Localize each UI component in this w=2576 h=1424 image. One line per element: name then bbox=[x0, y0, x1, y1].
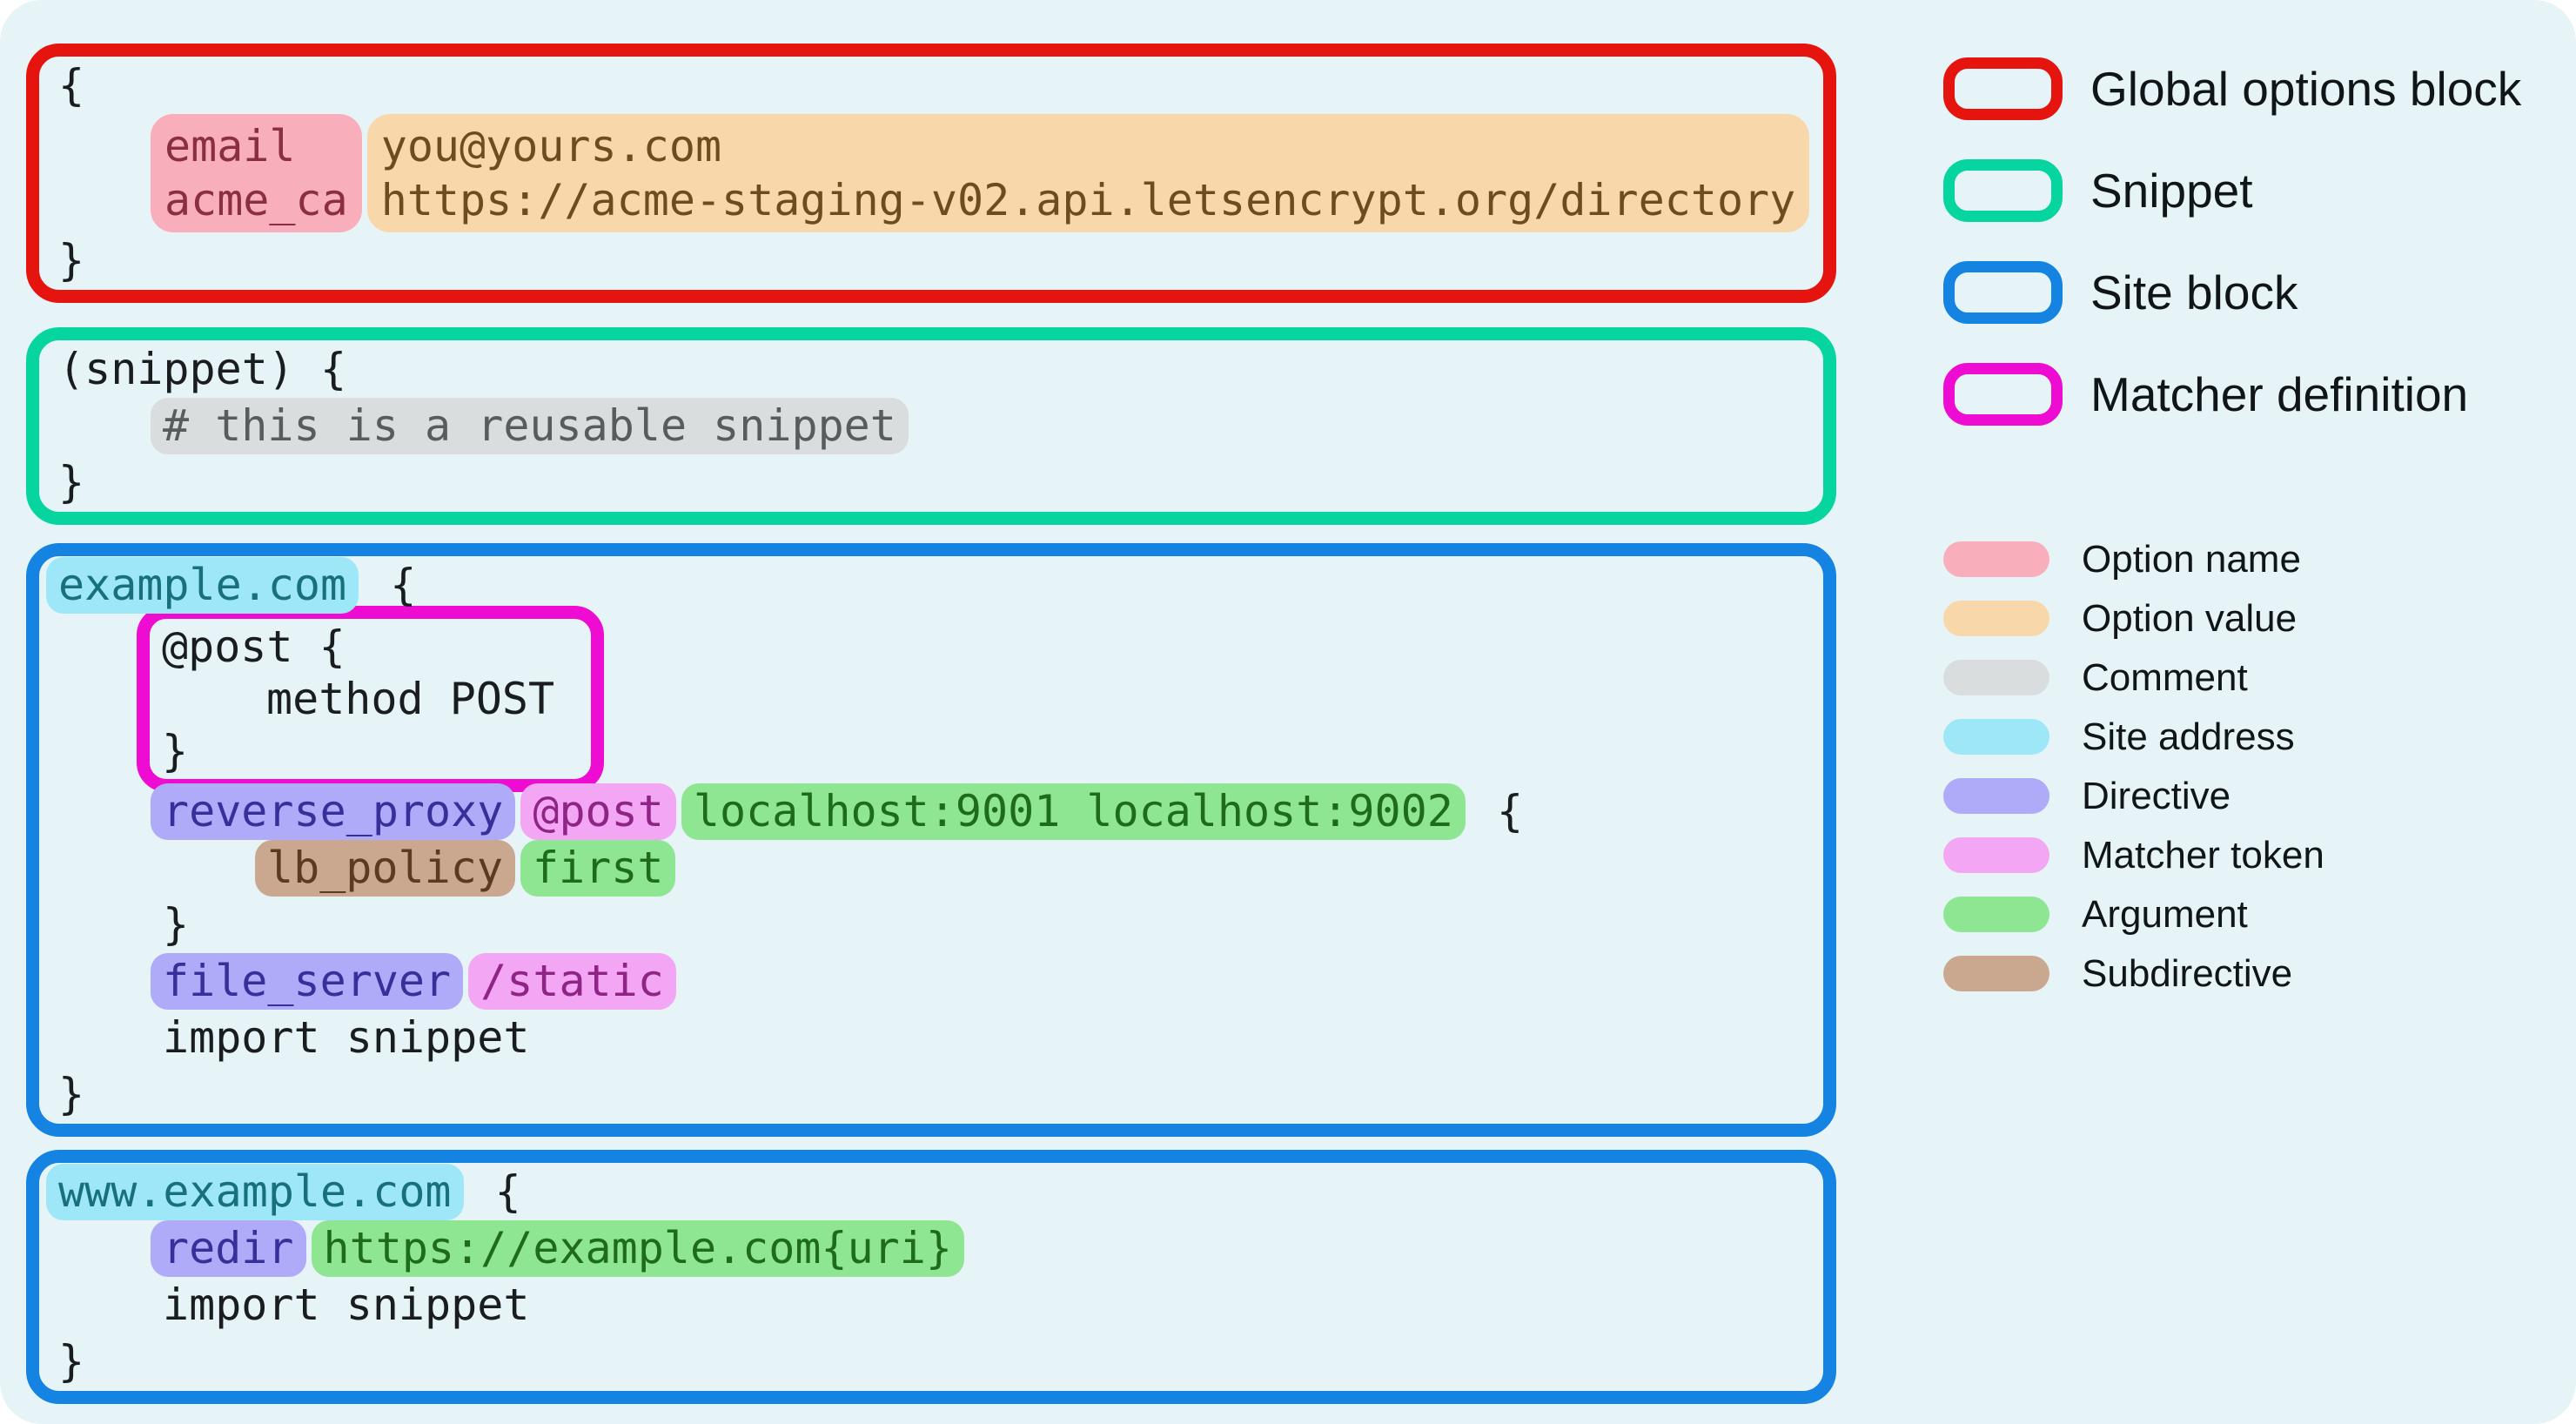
token-matcher-token: @post bbox=[520, 783, 676, 840]
token-directive: reverse_proxy bbox=[151, 783, 516, 840]
code-line: example.com { bbox=[46, 557, 1808, 614]
code-text: import snippet bbox=[163, 1280, 530, 1330]
code-line: } bbox=[58, 232, 1808, 289]
legend-label: Subdirective bbox=[2082, 951, 2293, 995]
token-argument: first bbox=[520, 840, 676, 897]
legend-label: Site address bbox=[2082, 715, 2295, 758]
code-text: @post { bbox=[162, 621, 345, 672]
legend-row-argument: Argument bbox=[1943, 893, 2521, 936]
code-line: } bbox=[58, 454, 1808, 511]
legend-color-pill bbox=[1943, 601, 2049, 636]
legend-label: Matcher definition bbox=[2090, 367, 2469, 421]
legend-color-pill bbox=[1943, 660, 2049, 695]
code-text: { bbox=[58, 60, 85, 111]
code-text: } bbox=[162, 726, 189, 776]
legend-label: Site block bbox=[2090, 265, 2298, 319]
code-text: { bbox=[468, 1166, 521, 1217]
option-name: email bbox=[164, 121, 296, 171]
code-text: import snippet bbox=[163, 1012, 530, 1063]
code-text: } bbox=[58, 1336, 85, 1387]
legend-row-snippet-block: Snippet bbox=[1943, 159, 2521, 222]
legend-row-comment: Comment bbox=[1943, 656, 2521, 699]
legend-outline-swatch bbox=[1943, 159, 2063, 222]
legend-label: Directive bbox=[2082, 774, 2231, 817]
code-text: } bbox=[58, 1069, 85, 1119]
token-site-address: example.com bbox=[46, 557, 359, 614]
legend-label: Option name bbox=[2082, 537, 2301, 581]
legend-outline-swatch bbox=[1943, 57, 2063, 120]
code-text: { bbox=[1470, 786, 1524, 836]
option-value: https://acme-staging-v02.api.letsencrypt… bbox=[380, 175, 1796, 225]
token-matcher-token: /static bbox=[468, 953, 676, 1010]
legend-row-site-block: Site block bbox=[1943, 261, 2521, 324]
legend-row-directive: Directive bbox=[1943, 775, 2521, 817]
legend-label: Matcher token bbox=[2082, 833, 2324, 877]
legend-color-pill bbox=[1943, 956, 2049, 991]
token-directive: file_server bbox=[151, 953, 464, 1010]
legend-label: Comment bbox=[2082, 655, 2248, 699]
snippet-block: (snippet) {# this is a reusable snippet} bbox=[26, 327, 1836, 525]
site-block-example-com: example.com {@post {method POST}reverse_… bbox=[26, 543, 1836, 1137]
option-name: acme_ca bbox=[164, 175, 348, 225]
legend-section-gap bbox=[1943, 465, 2521, 541]
matcher-definition-box: @post {method POST} bbox=[137, 606, 605, 792]
token-comment: # this is a reusable snippet bbox=[151, 398, 909, 454]
code-text: } bbox=[58, 457, 85, 507]
code-line: # this is a reusable snippet bbox=[58, 398, 1808, 454]
code-line: } bbox=[162, 725, 554, 777]
legend-color-pill bbox=[1943, 837, 2049, 873]
legend-row-option-name: Option name bbox=[1943, 538, 2521, 581]
code-line: } bbox=[58, 897, 1808, 953]
token-argument: https://example.com{uri} bbox=[311, 1220, 964, 1277]
legend-label: Option value bbox=[2082, 596, 2298, 640]
legend-color-pill bbox=[1943, 541, 2049, 577]
code-line: } bbox=[58, 1066, 1808, 1123]
legend-outline-swatch bbox=[1943, 261, 2063, 324]
option-value: you@yours.com bbox=[380, 121, 722, 171]
legend-row-matcher-token: Matcher token bbox=[1943, 834, 2521, 877]
legend-row-option-value: Option value bbox=[1943, 597, 2521, 640]
legend-outline-swatch bbox=[1943, 363, 2063, 426]
code-line: www.example.com { bbox=[46, 1164, 1808, 1220]
code-text: method POST bbox=[266, 674, 555, 724]
token-subdirective: lb_policy bbox=[255, 840, 515, 897]
code-line: (snippet) { bbox=[58, 341, 1808, 398]
code-line: import snippet bbox=[58, 1277, 1808, 1333]
code-text: (snippet) { bbox=[58, 344, 347, 394]
code-line: { bbox=[58, 57, 1808, 114]
legend-row-subdirective: Subdirective bbox=[1943, 952, 2521, 995]
legend-color-pill bbox=[1943, 897, 2049, 932]
legend-row-matcher-block: Matcher definition bbox=[1943, 363, 2521, 426]
token-argument: localhost:9001 localhost:9002 bbox=[681, 783, 1466, 840]
legend-row-global-block: Global options block bbox=[1943, 57, 2521, 120]
legend-label: Snippet bbox=[2090, 164, 2253, 218]
code-line: @post { bbox=[162, 621, 554, 673]
token-directive: redir bbox=[151, 1220, 306, 1277]
legend-row-site-address: Site address bbox=[1943, 715, 2521, 758]
token-site-address: www.example.com bbox=[46, 1164, 464, 1220]
code-text: } bbox=[58, 235, 85, 285]
code-line: import snippet bbox=[58, 1010, 1808, 1066]
legend-label: Argument bbox=[2082, 892, 2248, 936]
legend-label: Global options block bbox=[2090, 62, 2522, 116]
code-line: file_server/static bbox=[58, 953, 1808, 1010]
code-line: } bbox=[58, 1333, 1808, 1390]
code-text: { bbox=[364, 560, 417, 610]
code-text: } bbox=[163, 899, 190, 950]
legend-color-pill bbox=[1943, 719, 2049, 755]
legend-color-pill bbox=[1943, 778, 2049, 814]
code-line: method POST bbox=[162, 673, 554, 725]
